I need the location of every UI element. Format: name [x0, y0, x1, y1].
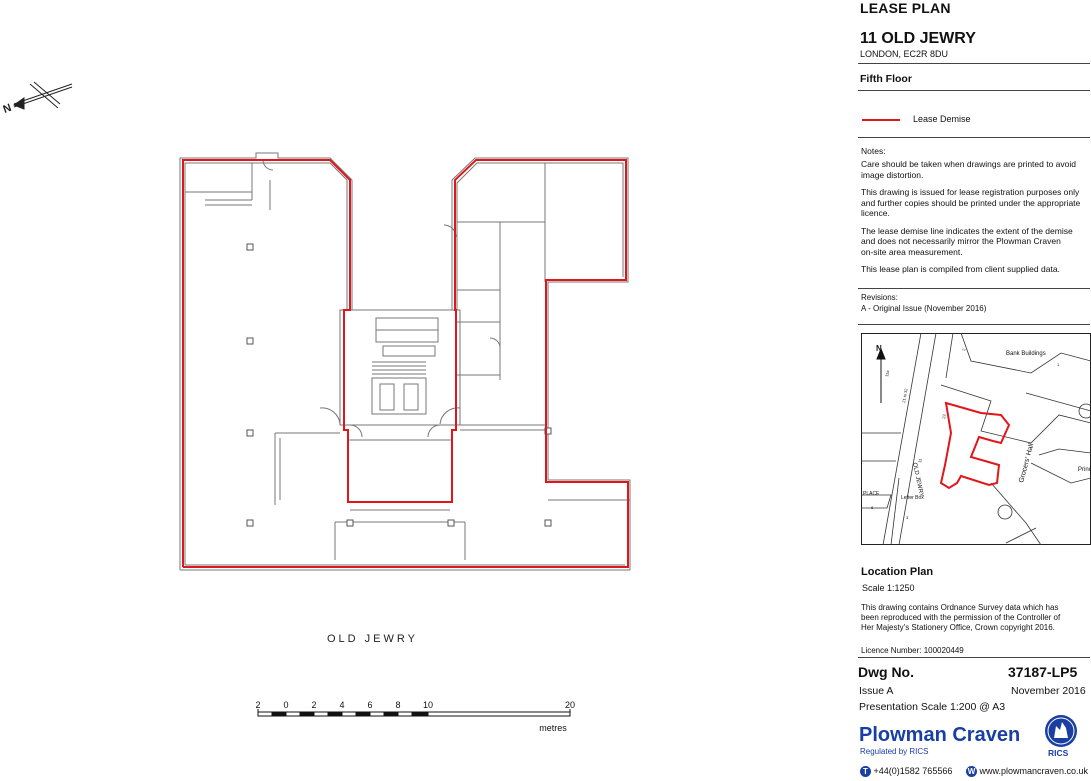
note-3: The lease demise line indicates the exte… [861, 225, 1073, 257]
revision-a: A - Original Issue (November 2016) [861, 304, 987, 313]
floor-plan-drawing: N [2, 81, 631, 733]
scale-tick-label: 2 [311, 700, 316, 710]
building-walls [179, 152, 631, 571]
divider [858, 288, 1090, 289]
location-plan-map: N Bank Buildings OLD JEWRY Grocers' Hall… [861, 333, 1091, 545]
location-label-number: 21 to 32 [901, 387, 909, 403]
location-label-place: PLACE [863, 491, 880, 497]
location-demise-outline [939, 401, 1011, 490]
web-icon: W [966, 766, 977, 778]
dwg-number: 37187-LP5 [1008, 664, 1078, 680]
notes-block: Care should be taken when drawings are p… [861, 159, 1091, 275]
divider [858, 90, 1090, 91]
location-label-number: 1 [1057, 362, 1060, 367]
scale-unit-label: metres [539, 723, 567, 733]
location-label-number: 3 [906, 515, 909, 520]
scale-tick-label: 0 [283, 700, 288, 710]
scale-tick-label: 2 [255, 700, 260, 710]
location-north-letter: N [876, 344, 882, 353]
phone-row: T +44(0)1582 765566 [860, 766, 953, 778]
location-label-number: 11a [884, 369, 890, 377]
address-line-1: 11 OLD JEWRY [860, 30, 976, 47]
web-row: W www.plowmancraven.co.uk [966, 766, 1089, 778]
company-name: Plowman Craven [859, 724, 1021, 746]
scale-bar-labels: 2 0 2 4 6 8 10 20 metres [255, 700, 575, 733]
lease-demise-line [182, 159, 629, 568]
divider [858, 63, 1090, 64]
structural-columns [246, 243, 552, 527]
dwg-label: Dwg No. [858, 664, 914, 680]
divider [858, 657, 1090, 658]
divider [858, 324, 1090, 325]
scale-tick-label: 4 [339, 700, 344, 710]
issue-date: November 2016 [1011, 685, 1086, 697]
location-label-number: 8 [871, 505, 874, 510]
phone-number: +44(0)1582 765566 [873, 766, 953, 776]
rics-logo-text: RICS [1048, 748, 1069, 758]
location-north-arrow [876, 347, 886, 403]
location-label-bank-buildings: Bank Buildings [1006, 351, 1046, 357]
phone-icon: T [860, 766, 871, 778]
north-letter: N [2, 102, 14, 116]
scale-tick-label: 20 [565, 700, 575, 710]
issue: Issue A [859, 685, 894, 697]
note-4: This lease plan is compiled from client … [861, 264, 1060, 274]
revisions-heading: Revisions: [861, 293, 898, 302]
website-link[interactable]: www.plowmancraven.co.uk [979, 766, 1089, 776]
scale-tick-label: 8 [395, 700, 400, 710]
legend-demise-swatch [862, 119, 900, 121]
location-plan-scale: Scale 1:1250 [862, 583, 915, 593]
location-label-prince: Princ [1078, 467, 1091, 473]
licence-number: Licence Number: 100020449 [861, 646, 964, 655]
os-notice: This drawing contains Ordnance Survey da… [861, 603, 1061, 632]
north-arrow [12, 81, 73, 110]
presentation-scale: Presentation Scale 1:200 @ A3 [859, 701, 1006, 713]
street-label: OLD JEWRY [327, 633, 418, 645]
scale-bar [257, 709, 571, 717]
scale-tick-label: 10 [423, 700, 433, 710]
note-2: This drawing is issued for lease registr… [861, 187, 1081, 218]
scale-tick-label: 6 [367, 700, 372, 710]
location-label-number: 23 [941, 413, 947, 419]
location-label-number: 2 [961, 347, 966, 351]
divider [858, 137, 1090, 138]
rics-logo [1045, 715, 1077, 747]
location-label-number: 11 [917, 457, 923, 463]
legend-demise-label: Lease Demise [913, 114, 971, 124]
address-line-2: LONDON, EC2R 8DU [860, 49, 949, 59]
note-1: Care should be taken when drawings are p… [861, 159, 1076, 180]
doc-type-title: LEASE PLAN [860, 0, 951, 16]
notes-heading: Notes: [861, 146, 886, 156]
location-plan-heading: Location Plan [861, 566, 934, 578]
floor-label: Fifth Floor [860, 73, 912, 85]
location-label-letter-box: Letter Box [901, 495, 924, 501]
company-regulated: Regulated by RICS [860, 747, 929, 756]
